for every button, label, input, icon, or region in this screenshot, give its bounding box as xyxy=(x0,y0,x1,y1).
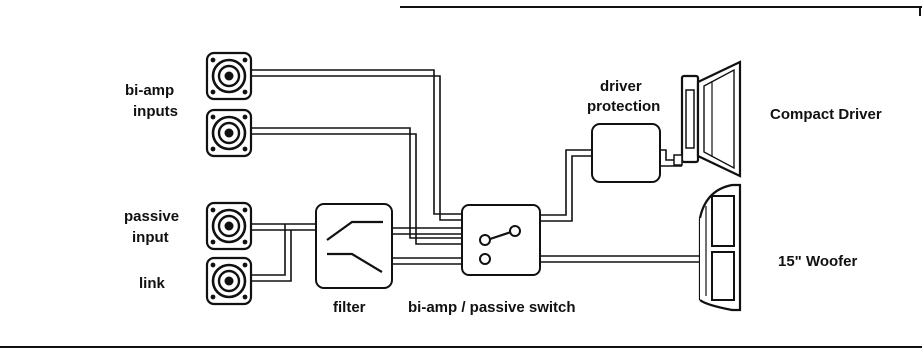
wire-biamp-input-1 xyxy=(251,69,462,221)
label-link: link xyxy=(139,275,165,292)
compact-driver-icon xyxy=(673,60,742,178)
wire-biamp-input-2 xyxy=(251,127,462,245)
woofer-icon xyxy=(698,183,742,312)
wire-filter-to-switch xyxy=(392,227,462,265)
connector-icon xyxy=(205,108,253,158)
label-compact-driver: Compact Driver xyxy=(770,106,882,123)
wire-link xyxy=(251,224,292,282)
connector-icon xyxy=(205,256,253,306)
connector-icon xyxy=(205,201,253,251)
switch-box xyxy=(461,204,541,276)
label-passive-input-line1: passive xyxy=(124,208,179,225)
label-filter: filter xyxy=(333,299,366,316)
driver-protection-box xyxy=(591,123,661,183)
label-woofer: 15" Woofer xyxy=(778,253,858,270)
label-biamp-inputs-line1: bi-amp xyxy=(125,82,174,99)
wire-switch-to-woofer xyxy=(540,255,700,263)
label-driver-protection-line1: driver xyxy=(600,78,642,95)
filter-box xyxy=(315,203,393,289)
label-switch: bi-amp / passive switch xyxy=(408,299,576,316)
wire-switch-to-protection xyxy=(540,149,592,222)
connector-icon xyxy=(205,51,253,101)
label-driver-protection-line2: protection xyxy=(587,98,660,115)
label-passive-input-line2: input xyxy=(132,229,169,246)
label-biamp-inputs-line2: inputs xyxy=(133,103,178,120)
wire-passive-input-to-filter xyxy=(251,223,316,231)
